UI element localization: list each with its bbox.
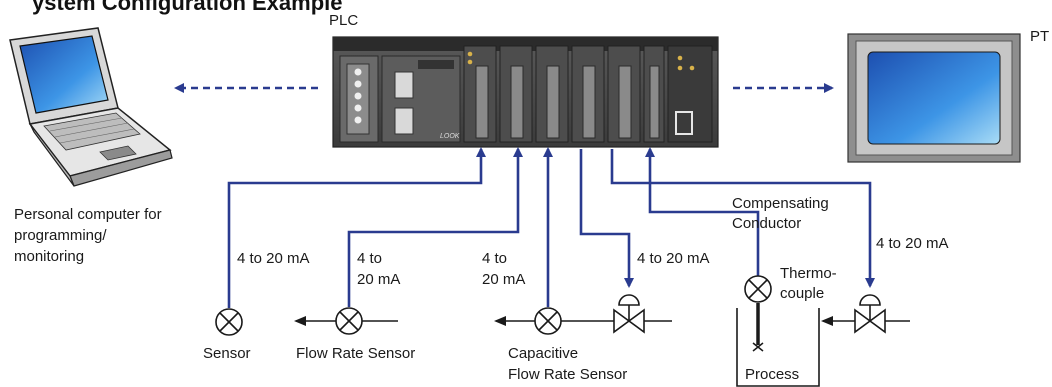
process-label: Process <box>745 366 799 383</box>
valve-icon <box>821 294 910 334</box>
laptop-icon <box>9 27 173 187</box>
valve2-wire <box>610 149 875 288</box>
sensor-label: Sensor <box>203 345 251 362</box>
thermocouple-sensor-icon <box>744 275 772 352</box>
flow-rate-sensor-label: Flow Rate Sensor <box>296 345 415 362</box>
thermocouple-wire <box>645 147 760 276</box>
flow-rate-sensor-icon <box>294 307 398 335</box>
signal-label: 20 mA <box>357 271 400 288</box>
capacitive-label: Capacitive <box>508 345 578 362</box>
pc-label-line2: programming/ <box>14 227 107 244</box>
process-tank <box>736 308 820 387</box>
capacitive-label: Flow Rate Sensor <box>508 366 627 383</box>
flow-sensor-wire <box>347 147 523 307</box>
svg-text:LOOK: LOOK <box>440 133 460 140</box>
pc-label-line3: monitoring <box>14 248 84 265</box>
compensating-label: Conductor <box>732 215 801 232</box>
plc-rack-icon: LOOK <box>332 36 719 148</box>
signal-label: 4 to 20 mA <box>237 250 310 267</box>
page-title: ystem Configuration Example <box>32 0 343 15</box>
thermocouple-label: Thermo- <box>780 265 837 282</box>
thermocouple-label: couple <box>780 285 824 302</box>
valve1-wire <box>579 149 634 288</box>
signal-label: 4 to 20 mA <box>876 235 949 252</box>
capacitive-sensor-icon <box>494 307 614 335</box>
pc-label-line1: Personal computer for <box>14 206 162 223</box>
signal-label: 4 to 20 mA <box>637 250 710 267</box>
touch-panel-icon <box>847 33 1021 163</box>
signal-label: 20 mA <box>482 271 525 288</box>
pt-label: PT <box>1030 28 1049 45</box>
compensating-label: Compensating <box>732 195 829 212</box>
sensor-icon <box>215 308 243 336</box>
plc-label: PLC <box>329 12 358 29</box>
sensor-wire <box>227 147 486 308</box>
signal-label: 4 to <box>482 250 507 267</box>
valve-icon <box>613 294 672 334</box>
signal-label: 4 to <box>357 250 382 267</box>
